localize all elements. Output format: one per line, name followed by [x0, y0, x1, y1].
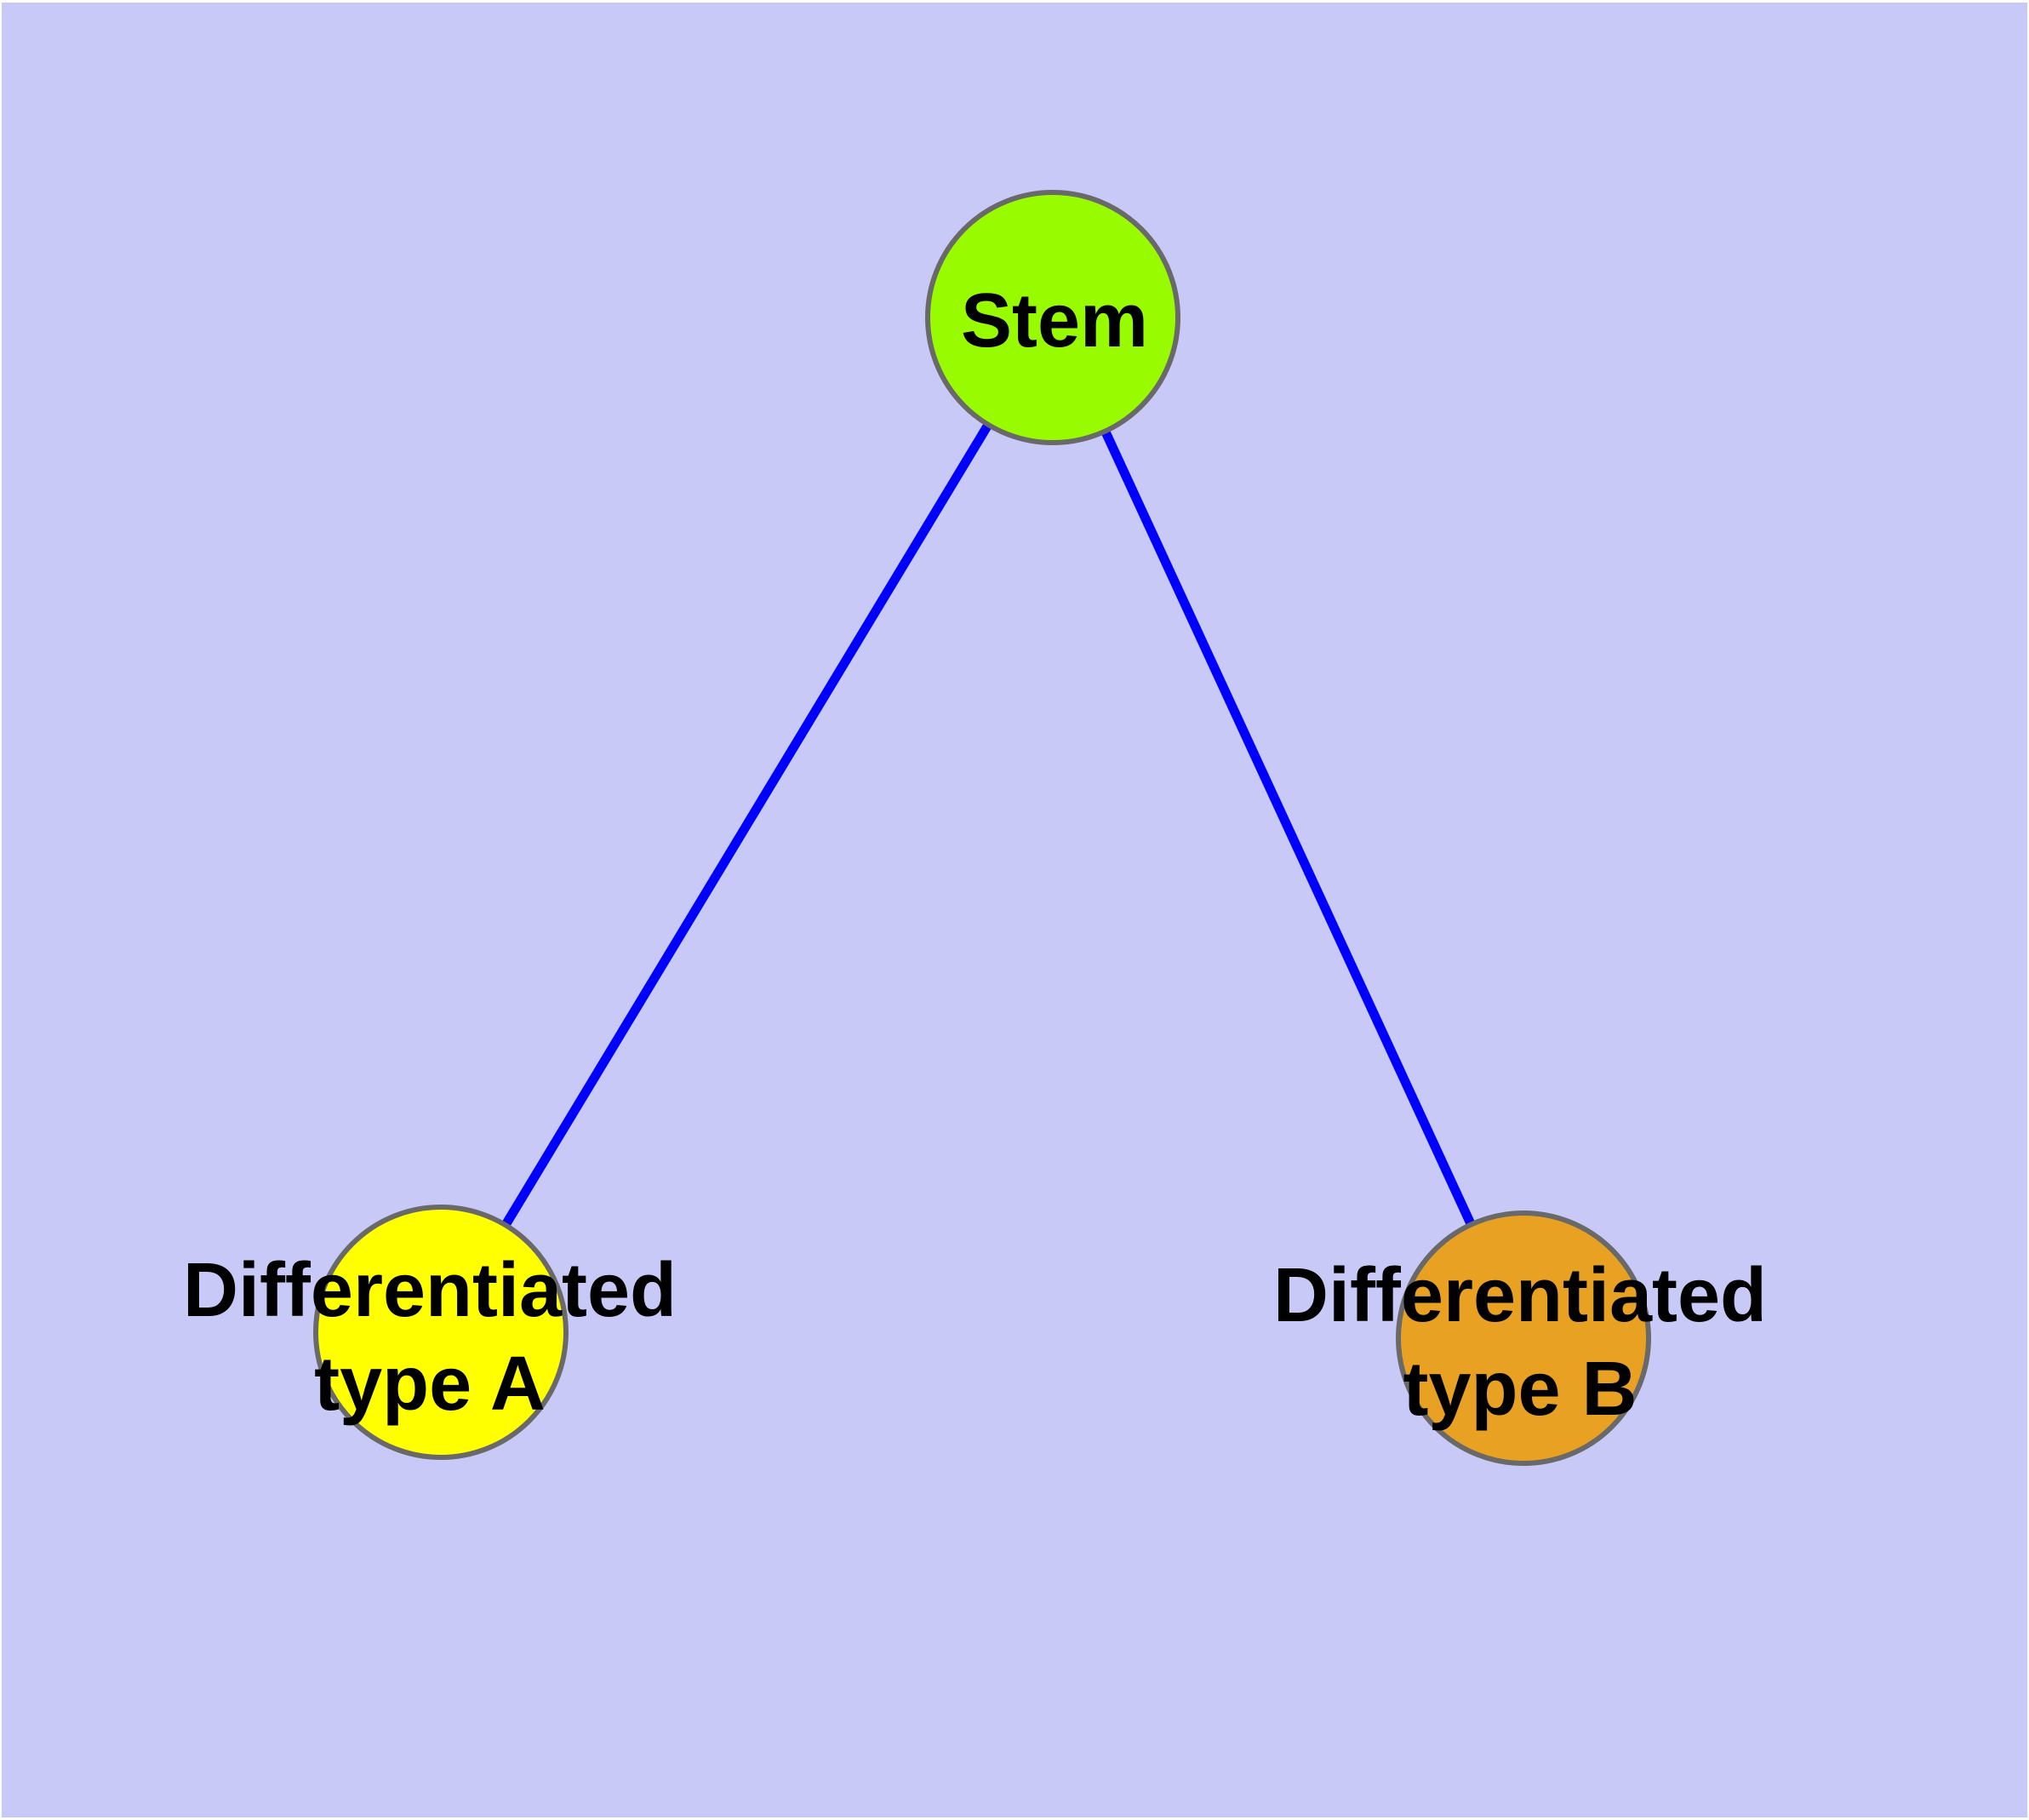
node-type-a-label-line1: Differentiated	[183, 1248, 677, 1333]
edge-group	[437, 315, 1528, 1341]
node-type-b-label-line1: Differentiated	[1273, 1253, 1767, 1338]
edge-stem-to-type-b	[1049, 315, 1528, 1341]
node-type-a-circle	[313, 1205, 569, 1460]
edge-stem-to-type-a	[437, 315, 1057, 1335]
node-type-b-circle	[1396, 1210, 1651, 1466]
node-type-b-label-line2: type B	[1403, 1347, 1637, 1432]
node-type-a-label-line2: type A	[314, 1342, 546, 1427]
node-stem-label: Stem	[961, 278, 1148, 363]
node-stem-circle	[925, 190, 1180, 445]
label-group: Stem Differentiated type A Differentiate…	[183, 278, 1767, 1432]
node-group	[313, 190, 1651, 1466]
